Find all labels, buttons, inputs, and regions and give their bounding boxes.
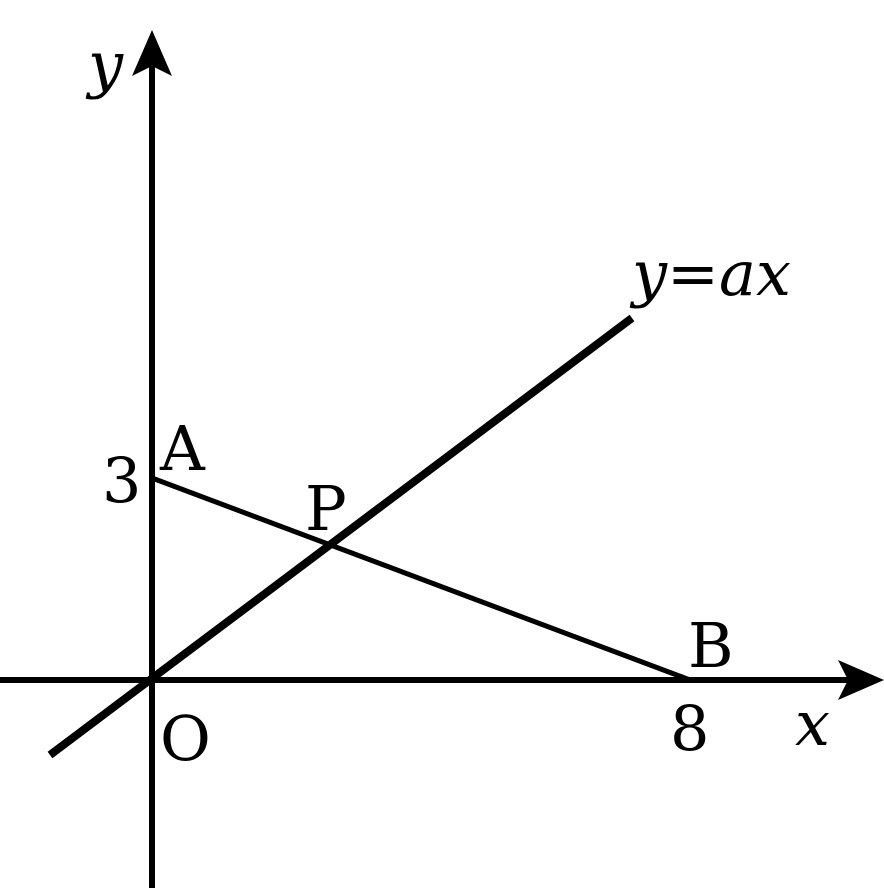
y-tick-3-label: 3 xyxy=(102,444,141,517)
line-equation-label: y=ax xyxy=(629,237,791,310)
point-p-label: P xyxy=(305,472,347,545)
segment-ab xyxy=(151,475,691,683)
point-b-label: B xyxy=(688,609,734,682)
y-axis-arrowhead xyxy=(132,30,172,76)
line-y-equals-ax xyxy=(47,314,635,759)
x-axis-label: x xyxy=(795,687,830,760)
x-axis-arrowhead xyxy=(838,660,884,700)
origin-label: O xyxy=(160,702,211,775)
y-axis-label: y xyxy=(85,28,124,101)
x-tick-8-label: 8 xyxy=(670,692,709,765)
point-a-label: A xyxy=(159,412,206,485)
